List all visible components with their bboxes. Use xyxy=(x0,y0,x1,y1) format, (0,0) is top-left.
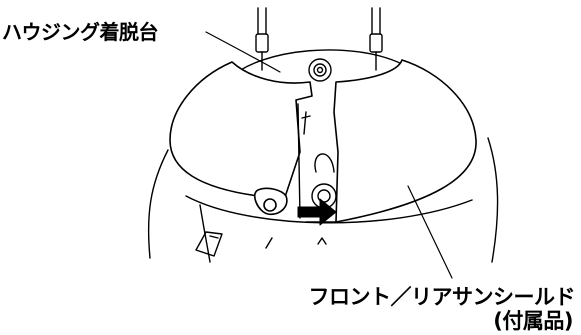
center-slot xyxy=(297,103,337,223)
mounting-posts xyxy=(255,7,383,71)
housing-mount xyxy=(229,49,403,82)
direction-arrow xyxy=(297,198,337,226)
housing-mount-label: ハウジング着脱台 xyxy=(2,20,159,44)
leader-lines xyxy=(205,31,453,279)
accessory-note-label: (付属品) xyxy=(493,309,573,333)
sunshield-label: フロント／リアサンシールド xyxy=(308,285,576,309)
sunshield-right xyxy=(333,59,477,223)
sunshield-left xyxy=(169,61,313,216)
